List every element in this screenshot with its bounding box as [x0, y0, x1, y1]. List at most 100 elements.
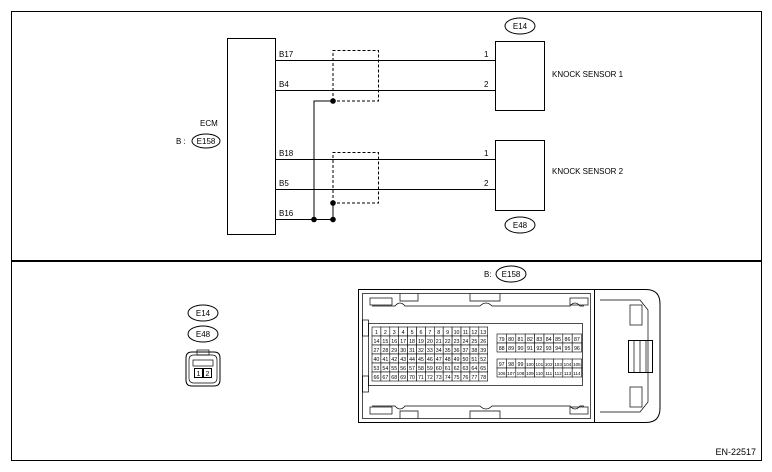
pin-number: 75: [454, 375, 460, 381]
pin-number: 29: [391, 348, 397, 354]
pin-number: 21: [436, 339, 442, 345]
pin-number: 108: [517, 371, 525, 376]
pin-number: 97: [499, 362, 505, 368]
pin-number: 25: [471, 339, 477, 345]
pin-number: 6: [419, 330, 422, 336]
pin-number: 69: [400, 375, 406, 381]
ks1-box: [495, 41, 545, 111]
pin-number: 3: [393, 330, 396, 336]
ecm-connector-label: E158: [197, 137, 216, 146]
pin-number: 107: [507, 371, 515, 376]
shield-1: [332, 50, 379, 102]
e158-connector-oval: [495, 265, 527, 283]
pin-number: 2: [384, 330, 387, 336]
pin-number: 64: [471, 366, 477, 372]
ks2-box: [495, 140, 545, 211]
pin-number: 100: [526, 362, 534, 367]
pin-number: 63: [462, 366, 468, 372]
pin-number: 60: [436, 366, 442, 372]
e14-connector-oval: [187, 304, 219, 322]
e14-connector-label: E14: [196, 309, 211, 318]
pin-number: 106: [498, 371, 506, 376]
ks2-pin-2: 2: [484, 179, 489, 188]
pin-number: 88: [499, 346, 505, 352]
pin-number: 13: [480, 330, 486, 336]
ks1-pin-2: 2: [484, 80, 489, 89]
pin-number: 87: [574, 337, 580, 343]
pin-number: 110: [536, 371, 544, 376]
ecm-pin-b16: B16: [279, 209, 294, 218]
pin-number: 19: [418, 339, 424, 345]
ecm-pin-b17: B17: [279, 50, 294, 59]
pin-cavity: [478, 371, 488, 382]
pin-number: 37: [462, 348, 468, 354]
pin-number: 14: [373, 339, 379, 345]
pin-number: 66: [373, 375, 379, 381]
figure-code: EN-22517: [715, 447, 756, 457]
junction-dot: [330, 216, 336, 223]
pin-number: 18: [409, 339, 415, 345]
ecm-pin-b18: B18: [279, 149, 294, 158]
pin-number: 61: [445, 366, 451, 372]
pin-number: 102: [545, 362, 553, 367]
pin-number: 31: [409, 348, 415, 354]
e158-connector-label: E158: [502, 270, 521, 279]
pin-number: 94: [555, 346, 561, 352]
pin-number: 86: [565, 337, 571, 343]
pin-number: 46: [427, 357, 433, 363]
ks2-label: KNOCK SENSOR 2: [552, 167, 624, 176]
ks2-connector-oval: [504, 216, 536, 234]
pin-number: 26: [480, 339, 486, 345]
pin-number: 16: [391, 339, 397, 345]
pin-number: 9: [446, 330, 449, 336]
pin-number: 79: [499, 337, 505, 343]
pin-number: 56: [400, 366, 406, 372]
pin-number: 50: [462, 357, 468, 363]
two-pin-connector-drawing: [185, 349, 221, 387]
pin-number: 93: [546, 346, 552, 352]
pin-number: 101: [535, 362, 543, 367]
shield-2: [332, 152, 379, 204]
pin-number: 48: [445, 357, 451, 363]
pin-number: 17: [400, 339, 406, 345]
pin-number: 104: [564, 362, 572, 367]
ecm-connector-drawing: [358, 289, 661, 423]
pin-number: 8: [437, 330, 440, 336]
pin-number: 99: [518, 362, 524, 368]
pin-number: 5: [411, 330, 414, 336]
pin-number: 10: [454, 330, 460, 336]
pin-number: 95: [565, 346, 571, 352]
pin-number: 73: [436, 375, 442, 381]
pin-number: 103: [554, 362, 562, 367]
pin-number: 114: [573, 371, 581, 376]
pin-number: 23: [454, 339, 460, 345]
pin-number: 80: [508, 337, 514, 343]
ks2-connector-label: E48: [513, 221, 528, 230]
pin-number: 53: [373, 366, 379, 372]
small-connector-pin-1: 1: [197, 371, 201, 378]
e48-connector-oval: [187, 325, 219, 343]
ks1-connector-oval: [504, 17, 536, 35]
pin-number: 27: [373, 348, 379, 354]
pin-number: 49: [454, 357, 460, 363]
pin-number: 62: [454, 366, 460, 372]
pin-number: 78: [480, 375, 486, 381]
pin-number: 28: [382, 348, 388, 354]
pin-number: 105: [573, 362, 581, 367]
pin-number: 98: [508, 362, 514, 368]
pin-number: 15: [382, 339, 388, 345]
pin-number: 36: [454, 348, 460, 354]
pin-number: 65: [480, 366, 486, 372]
pin-number: 45: [418, 357, 424, 363]
pin-cavity: [571, 342, 582, 353]
ks1-label: KNOCK SENSOR 1: [552, 70, 624, 79]
pin-number: 43: [400, 357, 406, 363]
pin-number: 24: [462, 339, 468, 345]
pin-number: 40: [373, 357, 379, 363]
pin-number: 68: [391, 375, 397, 381]
pin-number: 38: [471, 348, 477, 354]
pin-number: 1: [375, 330, 378, 336]
ecm-pin-b4: B4: [279, 80, 289, 89]
